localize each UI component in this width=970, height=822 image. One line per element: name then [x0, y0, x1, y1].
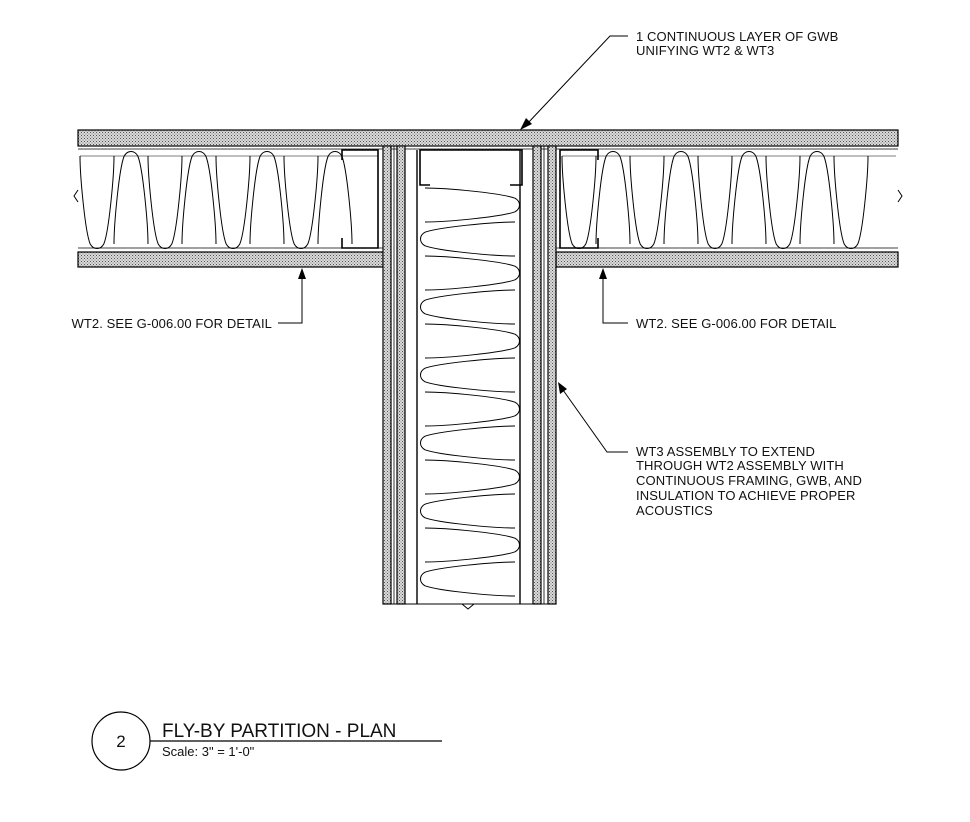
insulation-loop: [424, 459, 520, 495]
detail-scale: Scale: 3" = 1'-0": [162, 744, 255, 759]
insulation-loop: [420, 357, 516, 393]
insulation-loop: [424, 255, 520, 291]
stud-left: [341, 149, 379, 249]
wt2-insulation-right: [561, 151, 896, 249]
wt2-bottom-gwb-right: [555, 251, 899, 268]
wt3-gwb-right-outer: [547, 145, 557, 605]
arrow-left: [298, 268, 306, 279]
insulation-loop: [731, 151, 767, 245]
insulation-loop: [181, 151, 217, 245]
insulation-loop: [595, 151, 631, 245]
wt3-callout-line-1: WT3 ASSEMBLY TO EXTEND: [636, 444, 815, 459]
wt3-stud-top: [419, 149, 523, 186]
insulation-loop: [79, 155, 115, 249]
leader-wt3: [562, 389, 628, 453]
insulation-loop: [697, 155, 733, 249]
insulation-loop: [420, 289, 516, 325]
insulation-loop: [765, 155, 801, 249]
insulation-loop: [420, 425, 516, 461]
continuous-gwb-layer: [77, 129, 899, 147]
insulation-loop: [833, 155, 869, 249]
leader-right: [602, 275, 628, 324]
wt3-wall-assembly: [382, 145, 557, 610]
detail-number: 2: [116, 732, 125, 751]
stud-right: [559, 149, 599, 249]
insulation-loop: [420, 221, 516, 257]
leaders: [278, 35, 628, 453]
insulation-loop: [113, 151, 149, 245]
leader-left: [278, 275, 303, 324]
insulation-loop: [249, 151, 285, 245]
wt2-insulation-left: [79, 151, 378, 249]
insulation-loop: [317, 151, 353, 245]
break-line-right: [897, 189, 903, 203]
leader-top: [526, 35, 628, 125]
insulation-loop: [424, 391, 520, 427]
insulation-loop: [629, 155, 665, 249]
wt3-callout-line-4: INSULATION TO ACHIEVE PROPER: [636, 488, 856, 503]
insulation-loop: [420, 561, 516, 597]
wt3-callout-line-2: THROUGH WT2 ASSEMBLY WITH: [636, 458, 844, 473]
wt3-gwb-left-outer: [382, 145, 392, 605]
wt3-callout-line-5: ACOUSTICS: [636, 503, 713, 518]
insulation-loop: [799, 151, 835, 245]
wt3-callout-line-3: CONTINUOUS FRAMING, GWB, AND: [636, 473, 862, 488]
insulation-loop: [561, 155, 597, 249]
insulation-loop: [283, 155, 319, 249]
arrow-top: [520, 118, 532, 130]
wt3-gwb-left-inner: [396, 145, 406, 605]
insulation-loop: [663, 151, 699, 245]
right-callout: WT2. SEE G-006.00 FOR DETAIL: [636, 316, 837, 331]
wt2-bottom-gwb-left: [77, 251, 384, 268]
arrow-wt3: [558, 382, 567, 394]
break-line-left: [73, 189, 79, 203]
arrow-right: [599, 268, 607, 279]
wt2-wall-assembly: [73, 129, 903, 268]
left-callout: WT2. SEE G-006.00 FOR DETAIL: [71, 316, 272, 331]
top-callout-line-2: UNIFYING WT2 & WT3: [636, 43, 774, 58]
detail-title: FLY-BY PARTITION - PLAN: [162, 721, 396, 742]
insulation-loop: [424, 323, 520, 359]
top-callout-line-1: 1 CONTINUOUS LAYER OF GWB: [636, 29, 838, 44]
insulation-loop: [424, 187, 520, 223]
insulation-loop: [147, 155, 183, 249]
wt3-insulation: [420, 187, 520, 597]
insulation-loop: [420, 493, 516, 529]
insulation-loop: [215, 155, 251, 249]
arrowheads: [298, 118, 607, 394]
wt3-gwb-right-inner: [532, 145, 542, 605]
detail-title-block: 2 FLY-BY PARTITION - PLAN Scale: 3" = 1'…: [91, 711, 442, 771]
insulation-loop: [424, 527, 520, 563]
break-line-bottom: [461, 603, 475, 610]
